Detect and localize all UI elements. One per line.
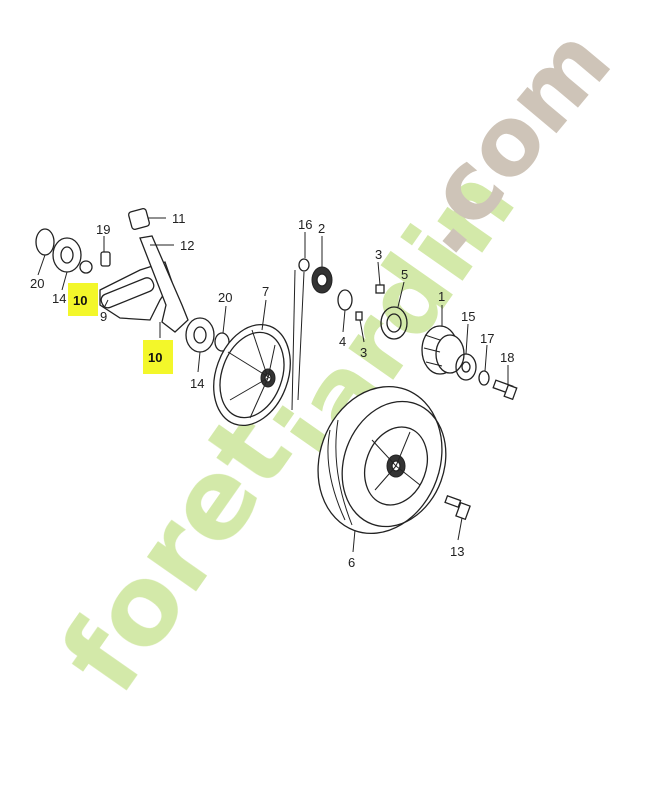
label-2: 2 xyxy=(318,221,325,236)
label-1: 1 xyxy=(438,289,445,304)
hub-disc-7 xyxy=(213,323,291,427)
washer-14-mid-hole xyxy=(193,326,207,344)
circlip-20-left xyxy=(35,228,55,256)
bolt-18 xyxy=(492,379,518,401)
pin-3-low xyxy=(355,311,363,321)
washer-16 xyxy=(298,258,310,272)
leader-lines xyxy=(37,217,509,553)
label-19: 19 xyxy=(96,222,110,237)
label-10-mid: 10 xyxy=(148,350,162,365)
label-12: 12 xyxy=(180,238,194,253)
washer-14-mid xyxy=(185,317,215,353)
bolt-13 xyxy=(444,494,471,521)
part-labels: 20 14 10 19 11 12 9 10 20 14 7 16 2 3 5 … xyxy=(30,211,514,570)
lever-12 xyxy=(139,235,189,333)
label-17: 17 xyxy=(480,331,494,346)
knob-11 xyxy=(128,208,150,230)
label-15: 15 xyxy=(461,309,475,324)
bolt-19 xyxy=(100,251,111,267)
label-10-left: 10 xyxy=(73,293,87,308)
label-4: 4 xyxy=(339,334,346,349)
washer-5 xyxy=(380,306,408,340)
label-20-left: 20 xyxy=(30,276,44,291)
washer-14-left-hole xyxy=(60,246,74,264)
label-18: 18 xyxy=(500,350,514,365)
gear-1 xyxy=(421,325,465,375)
label-6: 6 xyxy=(348,555,355,570)
wheel-6 xyxy=(317,385,447,535)
label-3-low: 3 xyxy=(360,345,367,360)
label-3-top: 3 xyxy=(375,247,382,262)
label-14-mid: 14 xyxy=(190,376,204,391)
washer-14-left xyxy=(52,237,82,273)
label-11: 11 xyxy=(172,211,186,226)
label-20-mid: 20 xyxy=(218,290,232,305)
highlight-10-left xyxy=(68,283,98,316)
part-drawings xyxy=(35,208,518,535)
label-5: 5 xyxy=(401,267,408,282)
watermark: foret jardin .com xyxy=(36,7,632,714)
nut-10-left xyxy=(79,260,93,274)
label-13: 13 xyxy=(450,544,464,559)
axle-shaft-9 xyxy=(100,277,155,309)
highlight-10-mid xyxy=(143,340,173,374)
label-14-left: 14 xyxy=(52,291,66,306)
washer-17 xyxy=(478,370,490,386)
watermark-foret: foret xyxy=(36,392,316,715)
label-16: 16 xyxy=(298,217,312,232)
label-9: 9 xyxy=(100,309,107,324)
pin-3-top xyxy=(375,284,385,294)
label-7: 7 xyxy=(262,284,269,299)
